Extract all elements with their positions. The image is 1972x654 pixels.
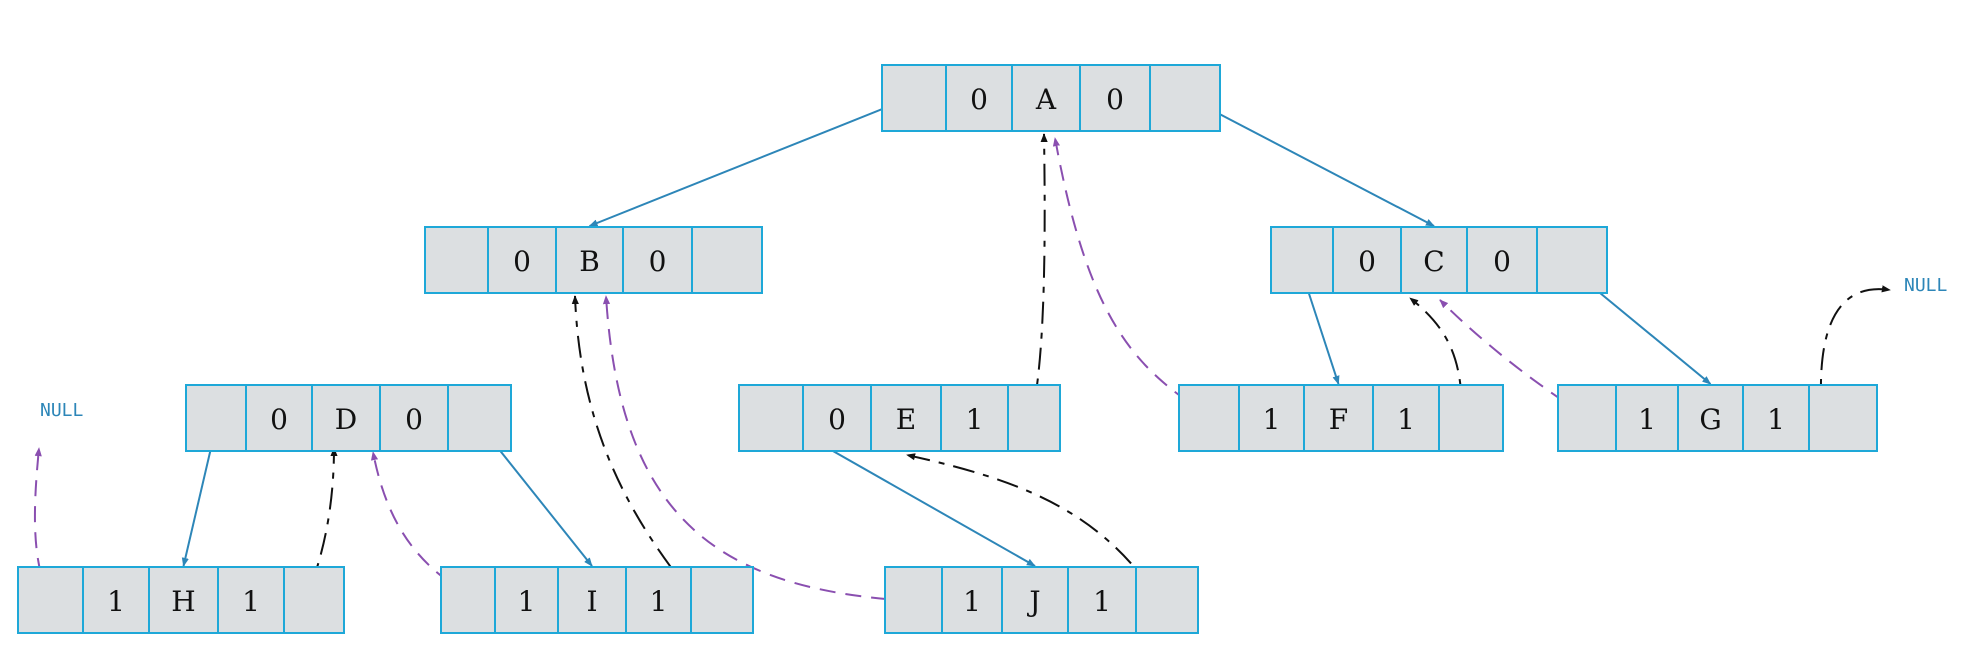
node-a: 0 A 0 [881, 64, 1221, 132]
node-e-rchild-cell [1007, 384, 1061, 452]
null-label-null-left: NULL [40, 400, 84, 421]
node-c-data-text: C [1423, 245, 1444, 278]
node-i-rtag-cell [625, 566, 692, 634]
node-h-rtag-cell [217, 566, 285, 634]
node-b: 0 B 0 [424, 226, 763, 294]
node-f-data-cell [1303, 384, 1374, 452]
node-d-ltag-cell [245, 384, 313, 452]
node-d-data-text: D [335, 403, 357, 436]
node-i-rchild-cell [690, 566, 754, 634]
thread-predecessor-j-to-b [602, 295, 914, 602]
thread-successor-i-to-b [571, 295, 700, 604]
node-j-ltag-cell [941, 566, 1003, 634]
node-a-rtag-text: 0 [1106, 83, 1124, 116]
node-a-ltag-cell [945, 64, 1013, 132]
node-f-lchild-cell [1178, 384, 1240, 452]
node-c-ltag-text: 0 [1358, 245, 1376, 278]
node-g-rtag-cell [1742, 384, 1810, 452]
node-h-data-text: H [171, 585, 195, 618]
node-h-data-cell [148, 566, 219, 634]
node-d-ltag-text: 0 [270, 403, 288, 436]
node-c-rchild-cell [1536, 226, 1608, 294]
node-d: 0 D 0 [185, 384, 512, 452]
node-d-rtag-cell [379, 384, 449, 452]
node-i-ltag-cell [494, 566, 559, 634]
node-g-ltag-text: 1 [1638, 403, 1656, 436]
node-g-data-text: G [1699, 403, 1721, 436]
node-j-rtag-text: 1 [1093, 585, 1111, 618]
thread-predecessor-g-to-c [1439, 299, 1587, 417]
node-f-rtag-cell [1372, 384, 1440, 452]
node-h: 1 H 1 [17, 566, 345, 634]
null-label-null-right: NULL [1904, 275, 1948, 296]
node-a-data-cell [1011, 64, 1081, 132]
node-g-data-cell [1677, 384, 1744, 452]
node-b-lchild-cell [424, 226, 489, 294]
node-c: 0 C 0 [1270, 226, 1608, 294]
node-j: 1 J 1 [884, 566, 1199, 634]
node-d-rchild-cell [447, 384, 512, 452]
thread-successor-j-to-e [906, 453, 1160, 601]
node-h-rchild-cell [283, 566, 345, 634]
node-g-rchild-cell [1808, 384, 1878, 452]
node-f-ltag-text: 1 [1263, 403, 1281, 436]
child-link-a-c [1184, 95, 1435, 227]
node-j-data-cell [1001, 566, 1069, 634]
node-i-rtag-text: 1 [650, 585, 668, 618]
node-f: 1 F 1 [1178, 384, 1504, 452]
node-c-rtag-cell [1466, 226, 1538, 294]
node-b-data-text: B [579, 245, 600, 278]
node-g-rtag-text: 1 [1767, 403, 1785, 436]
node-i: 1 I 1 [440, 566, 754, 634]
node-h-rtag-text: 1 [242, 585, 260, 618]
node-b-data-cell [555, 226, 624, 294]
node-j-lchild-cell [884, 566, 943, 634]
node-b-rtag-text: 0 [649, 245, 667, 278]
node-i-ltag-text: 1 [518, 585, 536, 618]
node-h-ltag-text: 1 [107, 585, 125, 618]
node-j-rchild-cell [1135, 566, 1199, 634]
node-i-lchild-cell [440, 566, 496, 634]
node-i-data-cell [557, 566, 627, 634]
node-i-data-text: I [586, 585, 597, 618]
node-f-rchild-cell [1438, 384, 1504, 452]
child-link-a-b [588, 95, 916, 227]
node-g: 1 G 1 [1557, 384, 1878, 452]
node-a-ltag-text: 0 [970, 83, 988, 116]
node-c-rtag-text: 0 [1493, 245, 1511, 278]
node-f-rtag-text: 1 [1397, 403, 1415, 436]
node-j-ltag-text: 1 [963, 585, 981, 618]
node-e-lchild-cell [738, 384, 804, 452]
node-d-rtag-text: 0 [405, 403, 423, 436]
node-e-data-text: E [896, 403, 916, 436]
node-a-lchild-cell [881, 64, 947, 132]
node-g-lchild-cell [1557, 384, 1617, 452]
node-d-lchild-cell [185, 384, 247, 452]
node-a-rchild-cell [1149, 64, 1221, 132]
null-labels-layer: NULL NULL [40, 275, 1948, 421]
node-a-data-text: A [1035, 83, 1057, 116]
node-a-rtag-cell [1079, 64, 1151, 132]
node-e: 0 E 1 [738, 384, 1061, 452]
node-f-data-text: F [1329, 403, 1348, 436]
node-e-rtag-text: 1 [966, 403, 984, 436]
node-e-ltag-text: 0 [828, 403, 846, 436]
node-j-data-text: J [1026, 585, 1040, 618]
node-c-lchild-cell [1270, 226, 1334, 294]
node-b-ltag-text: 0 [513, 245, 531, 278]
node-h-lchild-cell [17, 566, 84, 634]
thread-successor-e-to-a [1031, 133, 1048, 416]
node-e-ltag-cell [802, 384, 872, 452]
node-b-rchild-cell [691, 226, 763, 294]
thread-predecessor-f-to-a [1052, 137, 1210, 417]
links-layer [33, 95, 1891, 604]
node-d-data-cell [311, 384, 381, 452]
